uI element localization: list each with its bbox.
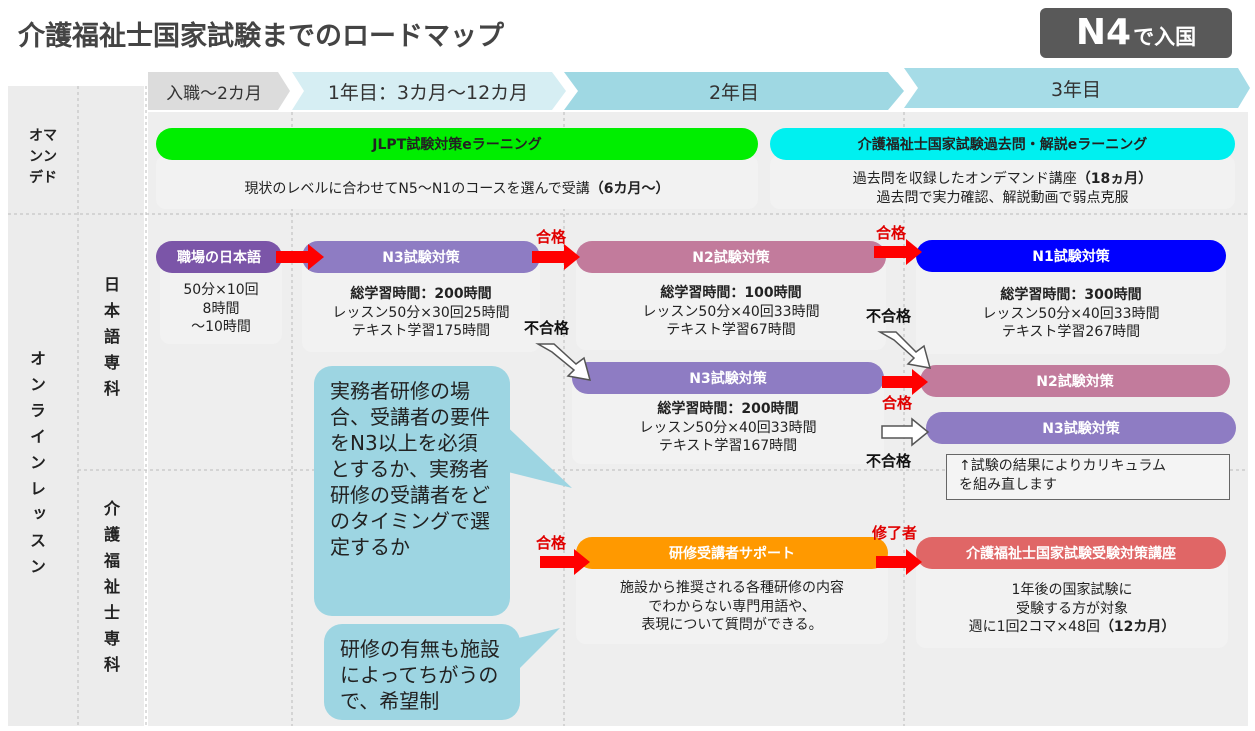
n1-total-hours: 総学習時間：300時間	[1000, 286, 1142, 303]
row-label-kaigo: 介護福祉士専科	[101, 500, 120, 682]
n3-course-title: N3試験対策	[302, 241, 540, 273]
support-line-3: 表現について質問ができる。	[641, 617, 823, 634]
jlpt-elearning-title: JLPT試験対策eラーニング	[156, 128, 758, 160]
entry-level-badge: N4 で入国	[1040, 8, 1232, 58]
timeline-label-2: 1年目：3カ月〜12カ月	[327, 81, 529, 104]
jlpt-desc-text: 現状のレベルに合わせてN5〜N1のコースを選んで受講	[244, 180, 590, 197]
timeline-chevron-2	[292, 72, 566, 110]
n3-next-title: N3試験対策	[926, 412, 1236, 444]
n2-course-title: N2試験対策	[576, 241, 886, 273]
n3-line-1: レッスン50分×30回25時間	[332, 304, 510, 321]
jlpt-elearning-card: 現状のレベルに合わせてN5〜N1のコースを選んで受講（6カ月〜）	[156, 155, 758, 209]
left-label-band	[8, 86, 144, 726]
row-label-japanese: 日本語専科	[101, 276, 120, 406]
course-line-3: 週に1回2コマ×48回（12カ月）	[969, 618, 1176, 637]
n2-course-card: 総学習時間：100時間 レッスン50分×40回33時間 テキスト学習67時間	[576, 258, 886, 350]
fail-label-2: 不合格	[866, 307, 912, 325]
comment-bubble-1: 実務者研修の場合、受講者の要件をN3以上を必須とするか、実務者研修の受講者をどの…	[314, 366, 510, 616]
course-line-2: 受験する方が対象	[1016, 600, 1128, 617]
badge-level: N4	[1075, 12, 1132, 53]
n1-course-card: 総学習時間：300時間 レッスン50分×40回33時間 テキスト学習267時間	[916, 258, 1226, 354]
n3-retry-line-1: レッスン50分×40回33時間	[639, 419, 817, 436]
kokushi-desc-text: 過去問を収録したオンデマンド講座	[852, 171, 1077, 188]
timeline-label-1: 入職〜2カ月	[166, 83, 262, 104]
n3-retry-total-hours: 総学習時間：200時間	[657, 400, 799, 417]
n2-line-2: テキスト学習67時間	[666, 322, 796, 339]
fail-label-3: 不合格	[866, 452, 912, 470]
bubble-2-tail	[510, 628, 560, 672]
arrow-n3retry-fail	[881, 417, 930, 447]
row-label-online-lesson: オンラインレッスン	[27, 350, 46, 584]
complete-label: 修了者	[872, 524, 918, 542]
jlpt-desc-period: （6カ月〜）	[589, 180, 670, 197]
timeline-chevron-4	[904, 68, 1250, 108]
arrow-workplace-to-n3	[276, 244, 324, 270]
n3-total-hours: 総学習時間：200時間	[350, 285, 492, 302]
arrow-n3retry-to-n2	[882, 369, 928, 395]
workplace-line-3: 〜10時間	[191, 319, 251, 336]
jlpt-desc: 現状のレベルに合わせてN5〜N1のコースを選んで受講（6カ月〜）	[244, 180, 669, 199]
course-line-3-text: 週に1回2コマ×48回	[968, 619, 1100, 636]
note-line-1: ↑試験の結果によりカリキュラム	[959, 458, 1167, 474]
comment-bubble-2: 研修の有無も施設によってちがうので、希望制	[324, 624, 520, 720]
arrow-support-to-course	[876, 549, 922, 575]
timeline-label-4: 3年目	[1050, 78, 1102, 101]
n2-line-1: レッスン50分×40回33時間	[642, 303, 820, 320]
n1-course-title: N1試験対策	[916, 240, 1226, 272]
n1-line-2: テキスト学習267時間	[1001, 324, 1141, 341]
n3-course-card: 総学習時間：200時間 レッスン50分×30回25時間 テキスト学習175時間	[302, 258, 540, 352]
kokushi-elearning-title: 介護福祉士国家試験過去問・解説eラーニング	[770, 128, 1235, 160]
workplace-line-2: 8時間	[202, 300, 240, 317]
row-label-on-demand: オマ ンン デド	[18, 112, 68, 202]
kokushi-desc-1: 過去問を収録したオンデマンド講座（18ヵ月）	[853, 170, 1152, 189]
pass-label-1: 合格	[536, 228, 567, 246]
on-demand-line-1: オマ	[29, 127, 57, 144]
n3-line-2: テキスト学習175時間	[351, 323, 491, 340]
kokushi-desc-period: （18ヵ月）	[1076, 171, 1153, 188]
support-title: 研修受講者サポート	[576, 537, 888, 569]
kokushi-elearning-card: 過去問を収録したオンデマンド講座（18ヵ月） 過去問で実力確認、解説動画で弱点克…	[770, 155, 1235, 209]
pass-label-2: 合格	[876, 224, 907, 242]
badge-suffix: で入国	[1133, 25, 1197, 49]
on-demand-line-2: ンン	[29, 148, 57, 165]
arrow-n3-fail	[535, 343, 592, 381]
kokushi-course-title: 介護福祉士国家試験受験対策講座	[916, 537, 1226, 569]
kokushi-desc-2: 過去問で実力確認、解説動画で弱点克服	[876, 190, 1129, 206]
n3-retry-line-2: テキスト学習167時間	[658, 438, 798, 455]
support-line-1: 施設から推奨される各種研修の内容	[620, 579, 844, 596]
bubble-1-tail	[500, 420, 572, 488]
course-line-1: 1年後の国家試験に	[1011, 581, 1133, 598]
arrow-to-support	[540, 549, 590, 575]
workplace-japanese-title: 職場の日本語	[156, 241, 282, 273]
fail-label-1: 不合格	[524, 319, 570, 337]
support-line-2: でわからない専門用語や、	[648, 598, 816, 615]
n3-retry-title: N3試験対策	[572, 362, 884, 394]
kokushi-course-card: 1年後の国家試験に 受験する方が対象 週に1回2コマ×48回（12カ月）	[916, 556, 1228, 648]
timeline-chevron-1	[148, 72, 290, 110]
course-period: （12カ月）	[1099, 619, 1176, 636]
curriculum-note: ↑試験の結果によりカリキュラム を組み直します	[946, 454, 1230, 500]
arrow-n2-to-n1	[874, 239, 922, 265]
arrow-n2-fail	[877, 331, 932, 369]
timeline-chevron-3	[564, 72, 904, 110]
arrow-n3-to-n2	[532, 244, 580, 270]
n2-total-hours: 総学習時間：100時間	[660, 284, 802, 301]
n1-line-1: レッスン50分×40回33時間	[982, 305, 1160, 322]
pass-label-4: 合格	[536, 534, 567, 552]
workplace-line-1: 50分×10回	[183, 281, 259, 298]
support-card: 施設から推奨される各種研修の内容 でわからない専門用語や、 表現について質問がで…	[576, 556, 888, 644]
note-line-2: を組み直します	[959, 476, 1057, 493]
timeline-label-3: 2年目	[708, 81, 760, 104]
n2-next-title: N2試験対策	[920, 365, 1230, 397]
on-demand-line-3: デド	[29, 169, 57, 186]
page-title: 介護福祉士国家試験までのロードマップ	[18, 21, 504, 52]
pass-label-3: 合格	[882, 394, 913, 412]
